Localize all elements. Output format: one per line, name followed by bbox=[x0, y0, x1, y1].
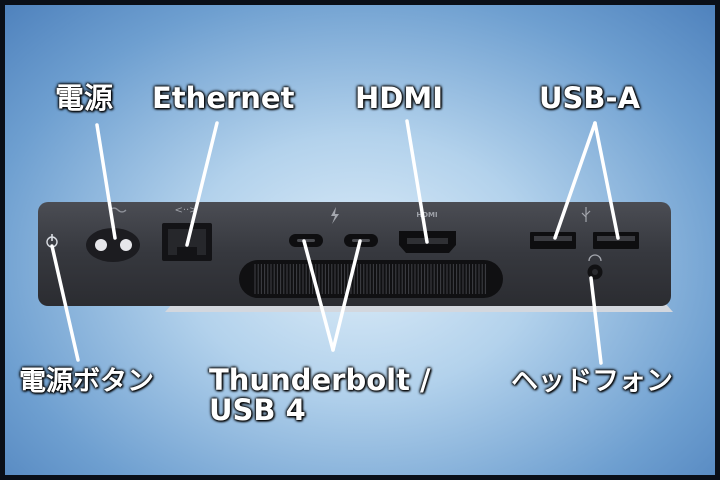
ac-symbol-icon bbox=[109, 207, 127, 213]
label-headphone: ヘッドフォン bbox=[511, 366, 673, 397]
thunderbolt-symbol-icon bbox=[331, 207, 339, 224]
thunderbolt-ports bbox=[289, 207, 378, 247]
usb-symbol-icon bbox=[581, 207, 591, 222]
label-power-button: 電源ボタン bbox=[19, 366, 154, 397]
leader-thunderbolt-left bbox=[302, 239, 335, 352]
usb-a-ports bbox=[530, 207, 639, 249]
headphone-symbol-icon bbox=[588, 254, 602, 262]
leader-power bbox=[95, 123, 117, 240]
label-power: 電源 bbox=[55, 81, 114, 115]
power-inlet bbox=[86, 207, 140, 262]
leader-ethernet bbox=[185, 121, 219, 247]
device-illustration: <··> HDMI bbox=[38, 119, 673, 365]
label-thunderbolt-usb4: Thunderbolt / USB 4 bbox=[209, 363, 431, 427]
label-usb-a: USB-A bbox=[539, 81, 641, 115]
ethernet-symbol-icon: <··> bbox=[174, 205, 197, 216]
leader-usb-a-right bbox=[593, 121, 620, 240]
leader-power-button bbox=[50, 244, 80, 362]
leader-usb-a-left bbox=[553, 121, 597, 240]
vent-grille bbox=[239, 260, 503, 298]
leader-thunderbolt-right bbox=[331, 239, 362, 352]
headphone-jack bbox=[587, 254, 603, 280]
photo-frame: <··> HDMI bbox=[5, 5, 715, 475]
leader-headphone bbox=[589, 276, 603, 365]
leader-lines bbox=[50, 119, 620, 365]
hdmi-symbol-icon: HDMI bbox=[416, 211, 437, 219]
label-ethernet: Ethernet bbox=[152, 81, 295, 115]
label-hdmi: HDMI bbox=[355, 81, 443, 115]
leader-hdmi bbox=[405, 119, 429, 244]
